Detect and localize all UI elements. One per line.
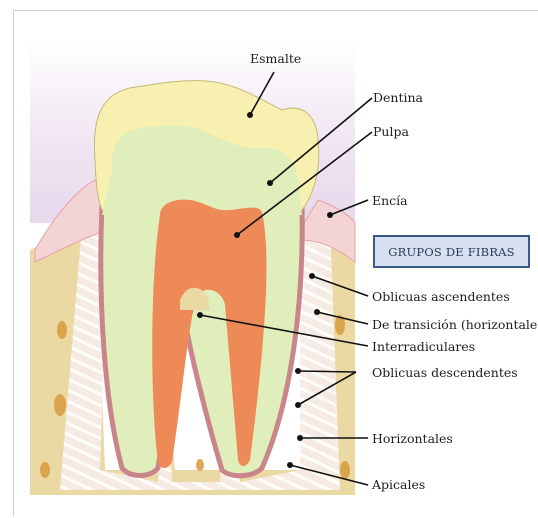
label-de-transicion: De transición (horizontales)	[372, 318, 538, 332]
fiber-groups-title: GRUPOS DE FIBRAS	[388, 245, 515, 259]
fiber-groups-box: GRUPOS DE FIBRAS	[373, 235, 530, 268]
label-esmalte: Esmalte	[250, 52, 301, 66]
label-horizontales: Horizontales	[372, 432, 453, 446]
label-oblicuas-ascendentes: Oblicuas ascendentes	[372, 290, 510, 304]
label-oblicuas-descendentes: Oblicuas descendentes	[372, 366, 518, 380]
label-pulpa: Pulpa	[373, 125, 409, 139]
label-interradiculares: Interradiculares	[372, 340, 475, 354]
label-apicales: Apicales	[372, 478, 425, 492]
label-dentina: Dentina	[373, 91, 423, 105]
leader-oblicuas-descendentes-1	[298, 371, 356, 372]
label-encia: Encía	[372, 194, 408, 208]
